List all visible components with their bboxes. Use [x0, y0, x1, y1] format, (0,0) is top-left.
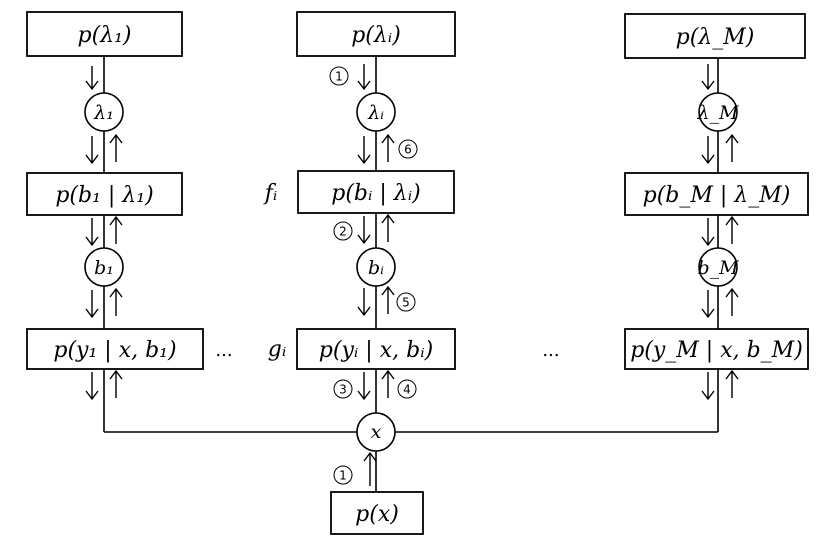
column-middle: p(λᵢ) λᵢ fᵢ p(bᵢ | λᵢ) bᵢ gᵢ p(yᵢ | x, b…: [263, 11, 456, 370]
b-i-given-lambda-i-factor: p(bᵢ | λᵢ): [297, 170, 455, 214]
message-step-1-top: 1: [329, 66, 349, 86]
message-arrows: [85, 64, 739, 486]
down-arrow: [357, 136, 371, 165]
up-arrow: [109, 369, 123, 398]
factor-g-i-label: gᵢ: [268, 337, 287, 362]
b1-given-lambda-1-label: p(b₁ | λ₁): [55, 183, 153, 208]
b-m-node: b_M: [697, 247, 739, 287]
down-arrow: [701, 64, 715, 91]
down-arrow: [701, 290, 715, 319]
up-arrow: [109, 133, 123, 162]
b1-node: b₁: [84, 247, 124, 287]
factor-f-i-label: fᵢ: [263, 181, 278, 206]
y1-likelihood-factor: p(y₁ | x, b₁): [26, 328, 204, 370]
x-node-label: x: [371, 421, 382, 443]
column-first: p(λ₁) λ₁ p(b₁ | λ₁) b₁ p(y₁ | x, b₁): [26, 11, 204, 370]
up-arrow: [363, 451, 377, 486]
message-step-1-bottom: 1: [333, 465, 353, 485]
graph-edges: [103, 56, 719, 492]
up-arrow: [725, 133, 739, 162]
prior-lambda-1-label: p(λ₁): [77, 23, 131, 48]
message-step-3: 3: [333, 379, 353, 399]
prior-lambda-1-factor: p(λ₁): [26, 11, 183, 57]
lambda-1-node: λ₁: [84, 92, 124, 132]
b-i-node-label: bᵢ: [368, 257, 384, 279]
svg-text:3: 3: [339, 383, 347, 397]
message-step-4: 4: [397, 379, 417, 399]
y-m-likelihood-factor: p(y_M | x, b_M): [624, 328, 809, 370]
svg-text:4: 4: [403, 383, 411, 397]
prior-x-factor: p(x): [330, 491, 424, 535]
y1-likelihood-label: p(y₁ | x, b₁): [53, 338, 176, 363]
lambda-i-node: λᵢ: [356, 92, 396, 132]
message-step-6: 6: [398, 139, 418, 159]
up-arrow: [381, 213, 395, 242]
ellipsis-right: ...: [542, 340, 559, 361]
prior-lambda-m-label: p(λ_M): [676, 25, 755, 50]
prior-x-label: p(x): [355, 502, 399, 527]
down-arrow: [85, 218, 99, 247]
b-m-node-label: b_M: [697, 257, 739, 279]
prior-lambda-i-factor: p(λᵢ): [296, 11, 456, 57]
svg-text:6: 6: [404, 143, 412, 157]
down-arrow: [357, 64, 371, 91]
y-m-likelihood-label: p(y_M | x, b_M): [630, 338, 803, 363]
down-arrow: [85, 136, 99, 165]
y-i-likelihood-factor: p(yᵢ | x, bᵢ): [296, 328, 456, 370]
up-arrow: [725, 369, 739, 398]
message-step-2: 2: [333, 221, 353, 241]
prior-lambda-i-label: p(λᵢ): [351, 23, 401, 48]
lambda-m-node-label: λ_M: [697, 102, 740, 124]
svg-text:1: 1: [335, 70, 343, 84]
up-arrow: [381, 133, 395, 162]
lambda-1-node-label: λ₁: [93, 102, 114, 124]
svg-text:1: 1: [339, 469, 347, 483]
down-arrow: [357, 216, 371, 245]
lambda-i-node-label: λᵢ: [367, 102, 384, 124]
down-arrow: [85, 66, 99, 91]
b-i-given-lambda-i-label: p(bᵢ | λᵢ): [331, 181, 421, 206]
down-arrow: [701, 218, 715, 247]
y-i-likelihood-label: p(yᵢ | x, bᵢ): [319, 338, 433, 363]
up-arrow: [725, 287, 739, 316]
up-arrow: [109, 215, 123, 244]
down-arrow: [701, 372, 715, 401]
up-arrow: [381, 285, 395, 314]
lambda-m-node: λ_M: [697, 92, 740, 132]
up-arrow: [381, 369, 395, 398]
x-node: x: [356, 412, 396, 452]
message-step-5: 5: [396, 292, 416, 312]
prior-lambda-m-factor: p(λ_M): [624, 13, 806, 59]
b-m-given-lambda-m-factor: p(b_M | λ_M): [624, 172, 809, 216]
b-i-node: bᵢ: [356, 247, 396, 287]
up-arrow: [109, 287, 123, 316]
down-arrow: [85, 372, 99, 401]
svg-text:5: 5: [402, 296, 410, 310]
down-arrow: [701, 136, 715, 165]
down-arrow: [85, 290, 99, 319]
b-m-given-lambda-m-label: p(b_M | λ_M): [643, 183, 791, 208]
down-arrow: [357, 372, 371, 401]
ellipsis-left: ...: [215, 340, 232, 361]
down-arrow: [357, 288, 371, 317]
svg-text:2: 2: [339, 225, 347, 239]
b1-given-lambda-1-factor: p(b₁ | λ₁): [26, 172, 183, 216]
column-last: p(λ_M) λ_M p(b_M | λ_M) b_M p(y_M | x, b…: [624, 13, 809, 370]
b1-node-label: b₁: [94, 257, 114, 279]
up-arrow: [725, 215, 739, 244]
